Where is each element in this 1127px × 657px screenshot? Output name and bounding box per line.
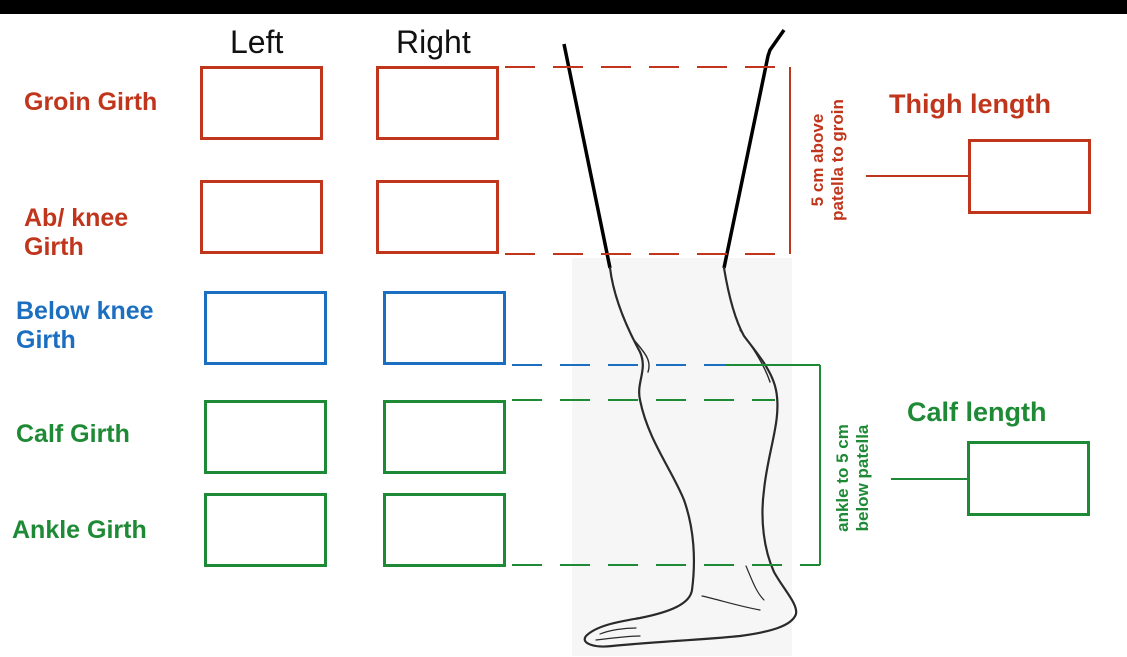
below-knee-girth-label-line1: Below knee [16, 297, 154, 325]
lower-leg-sketch [583, 266, 798, 648]
below-knee-girth-label-line2: Girth [16, 326, 76, 354]
thigh-right-outline [722, 28, 786, 269]
above-knee-girth-label: Ab/ knee Girth [24, 204, 128, 262]
calf-length-title: Calf length [907, 397, 1047, 427]
thigh-range-line2: patella to groin [828, 99, 847, 221]
calf-girth-left-box[interactable] [204, 400, 327, 474]
ankle-girth-right-box[interactable] [383, 493, 506, 567]
thigh-left-outline [562, 43, 612, 269]
groin-girth-left-box[interactable] [200, 66, 323, 140]
above-knee-girth-label-line2: Girth [24, 233, 84, 261]
thigh-length-title: Thigh length [889, 89, 1051, 119]
groin-girth-label: Groin Girth [24, 88, 158, 116]
calf-range-line2: below patella [853, 424, 872, 532]
thigh-length-box[interactable] [968, 139, 1091, 214]
groin-girth-right-box[interactable] [376, 66, 499, 140]
above-knee-girth-left-box[interactable] [200, 180, 323, 254]
below-knee-girth-right-box[interactable] [383, 291, 506, 365]
sketch-background [572, 258, 792, 656]
top-bar [0, 0, 1127, 14]
calf-girth-label: Calf Girth [16, 420, 130, 448]
thigh-range-label: 5 cm above patella to groin [808, 85, 848, 235]
below-knee-girth-left-box[interactable] [204, 291, 327, 365]
above-knee-girth-right-box[interactable] [376, 180, 499, 254]
above-knee-girth-label-line1: Ab/ knee [24, 204, 129, 232]
below-knee-girth-label: Below knee Girth [16, 297, 154, 355]
ankle-girth-label: Ankle Girth [12, 516, 147, 544]
thigh-range-line1: 5 cm above [808, 113, 827, 207]
right-column-heading: Right [396, 24, 471, 60]
calf-range-line1: ankle to 5 cm [833, 424, 852, 532]
ankle-girth-left-box[interactable] [204, 493, 327, 567]
left-column-heading: Left [230, 24, 284, 60]
calf-range-label: ankle to 5 cm below patella [833, 403, 873, 553]
calf-length-box[interactable] [967, 441, 1090, 516]
calf-girth-right-box[interactable] [383, 400, 506, 474]
